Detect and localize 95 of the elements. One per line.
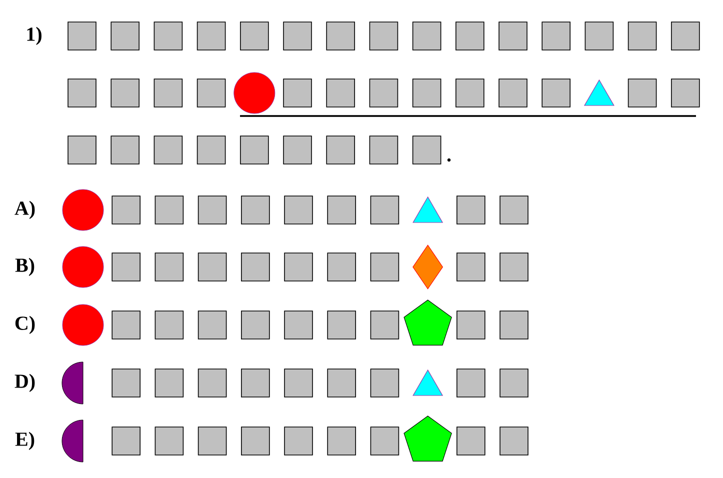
square-shape bbox=[369, 22, 398, 50]
square-shape bbox=[498, 78, 528, 108]
period: . bbox=[447, 158, 451, 162]
square-shape bbox=[241, 310, 270, 340]
square-shape bbox=[196, 22, 226, 50]
square-shape bbox=[154, 22, 183, 50]
option-label: B) bbox=[15, 258, 34, 276]
square-shape bbox=[412, 22, 442, 50]
square-shape bbox=[456, 368, 486, 398]
square-shape bbox=[628, 22, 657, 50]
square-shape bbox=[110, 78, 140, 108]
square-shape bbox=[68, 78, 96, 108]
square-shape bbox=[369, 78, 398, 108]
square-shape bbox=[284, 368, 313, 398]
square-shape bbox=[112, 426, 140, 456]
square-shape bbox=[370, 368, 400, 398]
square-shape bbox=[370, 252, 400, 282]
square-shape bbox=[284, 426, 313, 456]
square-shape bbox=[284, 196, 313, 224]
square-shape bbox=[327, 196, 356, 224]
square-shape bbox=[369, 136, 398, 164]
square-shape bbox=[196, 78, 226, 108]
square-shape bbox=[240, 22, 269, 50]
square-shape bbox=[68, 22, 96, 50]
circle-shape bbox=[62, 304, 104, 346]
square-shape bbox=[370, 196, 400, 224]
square-shape bbox=[112, 310, 140, 340]
square-shape bbox=[196, 136, 226, 164]
square-shape bbox=[542, 78, 570, 108]
square-shape bbox=[326, 78, 355, 108]
square-shape bbox=[500, 196, 528, 224]
square-shape bbox=[327, 252, 356, 282]
square-shape bbox=[500, 252, 528, 282]
square-shape bbox=[154, 78, 183, 108]
square-shape bbox=[412, 136, 442, 164]
square-shape bbox=[198, 426, 227, 456]
square-shape bbox=[198, 310, 227, 340]
square-shape bbox=[370, 310, 400, 340]
option-label: E) bbox=[15, 432, 34, 450]
square-shape bbox=[283, 136, 312, 164]
square-shape bbox=[110, 136, 140, 164]
square-shape bbox=[628, 78, 657, 108]
square-shape bbox=[671, 22, 700, 50]
square-shape bbox=[112, 252, 140, 282]
square-shape bbox=[154, 252, 184, 282]
option-label: C) bbox=[15, 316, 35, 334]
square-shape bbox=[500, 426, 528, 456]
square-shape bbox=[326, 22, 355, 50]
square-shape bbox=[284, 252, 313, 282]
square-shape bbox=[327, 310, 356, 340]
pentagon-shape bbox=[404, 416, 452, 462]
square-shape bbox=[370, 426, 400, 456]
square-shape bbox=[198, 368, 227, 398]
circle-shape bbox=[62, 189, 104, 231]
square-shape bbox=[154, 196, 184, 224]
square-shape bbox=[456, 252, 486, 282]
square-shape bbox=[500, 310, 528, 340]
circle-shape bbox=[62, 246, 104, 288]
square-shape bbox=[110, 22, 140, 50]
square-shape bbox=[241, 196, 270, 224]
circle-shape bbox=[234, 72, 276, 114]
square-shape bbox=[326, 136, 355, 164]
question-number: 1) bbox=[27, 26, 42, 46]
square-shape bbox=[456, 22, 484, 50]
square-shape bbox=[283, 22, 312, 50]
square-shape bbox=[412, 78, 442, 108]
square-shape bbox=[500, 368, 528, 398]
square-shape bbox=[154, 368, 184, 398]
square-shape bbox=[498, 22, 528, 50]
square-shape bbox=[283, 78, 312, 108]
square-shape bbox=[456, 78, 484, 108]
square-shape bbox=[154, 426, 184, 456]
square-shape bbox=[112, 368, 140, 398]
square-shape bbox=[456, 310, 486, 340]
square-shape bbox=[584, 22, 614, 50]
square-shape bbox=[198, 196, 227, 224]
square-shape bbox=[154, 136, 183, 164]
square-shape bbox=[68, 136, 96, 164]
square-shape bbox=[198, 252, 227, 282]
option-label: D) bbox=[14, 374, 35, 392]
square-shape bbox=[456, 426, 486, 456]
square-shape bbox=[456, 196, 486, 224]
square-shape bbox=[327, 426, 356, 456]
square-shape bbox=[154, 310, 184, 340]
square-shape bbox=[241, 252, 270, 282]
pentagon-shape bbox=[404, 300, 452, 346]
square-shape bbox=[241, 426, 270, 456]
option-label: A) bbox=[14, 200, 35, 220]
square-shape bbox=[241, 368, 270, 398]
square-shape bbox=[542, 22, 570, 50]
square-shape bbox=[284, 310, 313, 340]
square-shape bbox=[671, 78, 700, 108]
square-shape bbox=[327, 368, 356, 398]
square-shape bbox=[112, 196, 140, 224]
square-shape bbox=[240, 136, 269, 164]
